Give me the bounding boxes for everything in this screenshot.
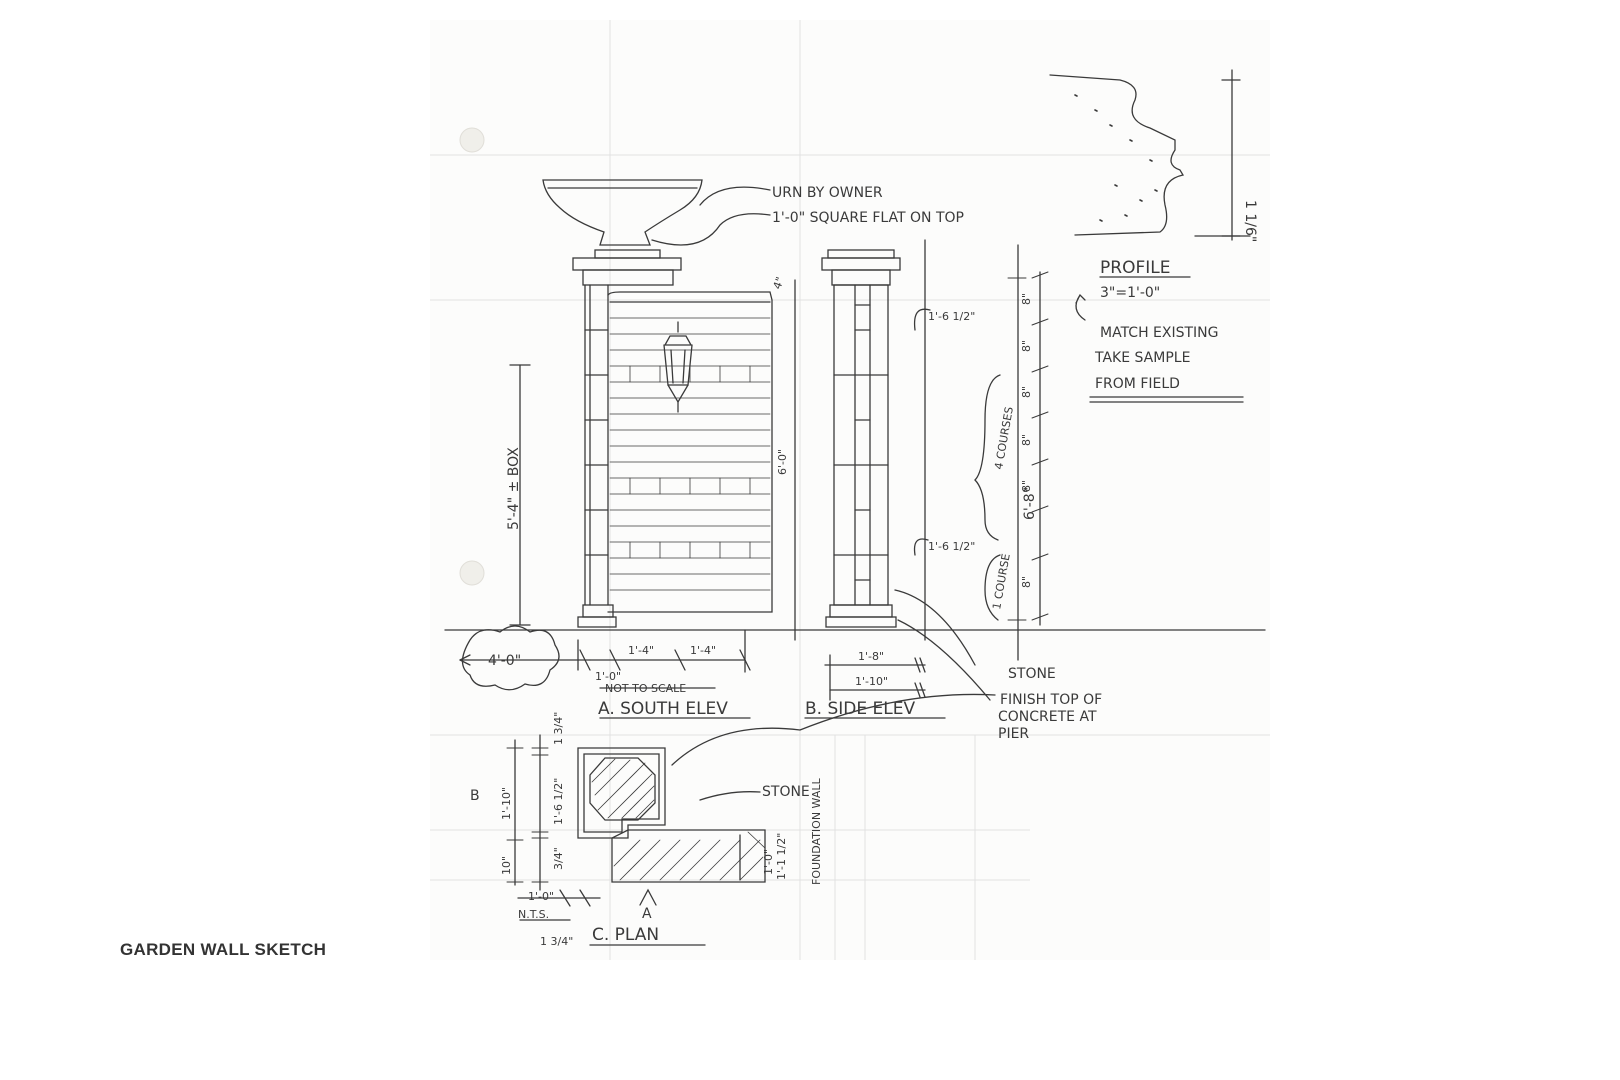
punch-hole-bottom <box>459 560 485 586</box>
dim-box-height: 5'-4" ± BOX <box>506 447 522 530</box>
dim-course-b: 8" <box>1020 340 1033 352</box>
dim-south-small: 1'-0" <box>595 670 621 683</box>
section-mark-b: B <box>470 788 480 804</box>
wall-lantern <box>663 321 693 413</box>
note-match-1: MATCH EXISTING <box>1100 325 1219 341</box>
dim-plan-d: 3/4" <box>552 847 565 870</box>
note-match-2: TAKE SAMPLE <box>1094 350 1190 366</box>
title-plan: C. PLAN <box>592 925 659 945</box>
dim-course-f: 8" <box>1020 576 1033 588</box>
note-urn: URN BY OWNER <box>772 185 883 201</box>
plan-view <box>577 747 766 883</box>
plan-hatch <box>591 758 766 881</box>
dim-nts-plan: N.T.S. <box>518 908 549 921</box>
note-profile: PROFILE <box>1100 258 1170 278</box>
south-pier <box>572 249 682 628</box>
note-match-3: FROM FIELD <box>1095 376 1180 392</box>
south-wall <box>607 291 773 613</box>
dim-south-left: 4'-0" <box>488 653 521 669</box>
note-finish-3: PIER <box>998 726 1029 742</box>
note-1-course: 1 COURSE <box>990 553 1013 611</box>
drawing-caption: GARDEN WALL SKETCH <box>120 940 327 959</box>
dim-pier-height: 6'-8" <box>1022 487 1038 520</box>
note-stone-plan: STONE <box>762 784 810 800</box>
dim-south-mid-1: 1'-4" <box>628 644 654 657</box>
dim-side-width-bottom: 1'-10" <box>855 675 888 688</box>
dim-course-a: 8" <box>1020 293 1033 305</box>
urn <box>542 179 703 246</box>
dim-plan-f: 1'-0" <box>528 890 554 903</box>
dim-side-width-top: 1'-8" <box>858 650 884 663</box>
dim-plan-i: 1'-1 1/2" <box>775 833 788 880</box>
dim-course-e: 8" <box>1020 480 1033 492</box>
note-4-courses: 4 COURSES <box>992 406 1016 471</box>
dim-plan-h: 1'-0" <box>762 849 775 875</box>
section-mark-a: A <box>642 906 652 922</box>
dim-side-top: 1'-6 1/2" <box>928 310 975 323</box>
note-finish-1: FINISH TOP OF <box>1000 692 1102 708</box>
note-finish-2: CONCRETE AT <box>998 709 1097 725</box>
punch-hole-top <box>459 127 485 153</box>
dim-south-mid-2: 1'-4" <box>690 644 716 657</box>
title-side-elev: B. SIDE ELEV <box>805 699 915 719</box>
dim-plan-e: 10" <box>500 856 513 875</box>
dim-plan-a: 1 3/4" <box>552 712 565 745</box>
profile-stipple <box>1074 94 1158 222</box>
cap-profile <box>1049 69 1251 241</box>
dim-plan-g: 1 3/4" <box>540 935 573 948</box>
paper-grid <box>430 20 1270 960</box>
dim-plan-b: 1'-6 1/2" <box>552 778 565 825</box>
dim-course-d: 8" <box>1020 434 1033 446</box>
wall-courses <box>609 317 771 591</box>
revision-cloud <box>461 625 560 691</box>
dim-course-c: 8" <box>1020 386 1033 398</box>
dim-cap-height: 4" <box>771 275 787 291</box>
dim-not-to-scale: NOT TO SCALE <box>605 682 686 695</box>
note-foundation: FOUNDATION WALL <box>810 778 823 885</box>
dim-side-bottom: 1'-6 1/2" <box>928 540 975 553</box>
side-pier <box>821 249 901 628</box>
note-flat-top: 1'-0" SQUARE FLAT ON TOP <box>772 210 964 226</box>
note-profile-scale: 3"=1'-0" <box>1100 285 1160 301</box>
dim-plan-c: 1'-10" <box>500 787 513 820</box>
note-stone-side: STONE <box>1008 666 1056 682</box>
dim-profile-height: 1 1/6" <box>1242 200 1258 242</box>
dim-wall-height: 6'-0" <box>776 449 789 475</box>
title-south-elev: A. SOUTH ELEV <box>598 699 728 719</box>
sketch-sheet <box>430 20 1270 960</box>
